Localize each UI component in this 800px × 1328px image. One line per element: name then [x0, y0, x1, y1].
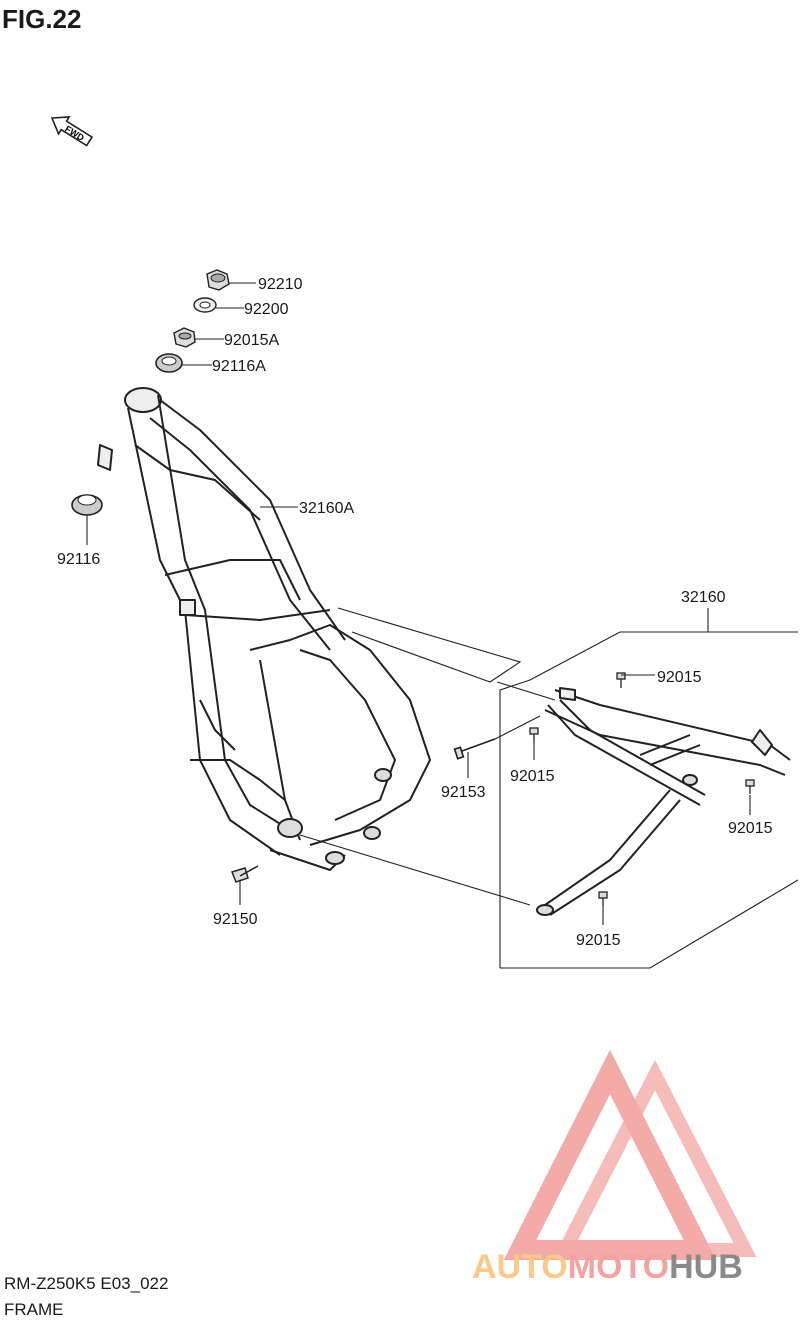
- callout-92116A: 92116A: [212, 358, 266, 375]
- callout-92210: 92210: [258, 276, 303, 293]
- watermark-moto: MOTO: [568, 1248, 669, 1286]
- automotohub-logo-icon: [503, 1049, 757, 1260]
- callout-92153: 92153: [441, 784, 486, 801]
- bolt-92015-right-icon: [745, 779, 755, 794]
- nut-92015A-icon: [173, 327, 196, 348]
- bearing-92116A-icon: [155, 353, 183, 373]
- watermark-text: AUTOMOTOHUB: [472, 1248, 743, 1286]
- watermark-hub: HUB: [669, 1248, 743, 1286]
- figure-title: FIG.22: [2, 4, 82, 34]
- bolt-92015-mid-icon: [529, 727, 539, 742]
- rear-subframe-32160: [536, 687, 791, 916]
- main-frame-32160A: [97, 387, 431, 871]
- callout-92150: 92150: [213, 911, 258, 928]
- callout-92015-top: 92015: [657, 669, 702, 686]
- watermark-auto: AUTO: [472, 1248, 568, 1286]
- nut-92210-icon: [206, 269, 230, 291]
- fwd-arrow-icon: FWD: [50, 116, 94, 147]
- bolt-92150-icon: [231, 865, 259, 883]
- callout-92200: 92200: [244, 301, 289, 318]
- bolt-92015-top-icon: [616, 672, 626, 688]
- leader-lines: [86, 282, 799, 969]
- footer-section-name: FRAME: [4, 1300, 64, 1319]
- washer-92200-icon: [193, 297, 217, 313]
- callout-32160A: 32160A: [299, 500, 354, 517]
- callout-92015-mid: 92015: [510, 768, 555, 785]
- callout-92116: 92116: [57, 551, 100, 568]
- bolt-92015-bottom-icon: [598, 891, 608, 906]
- bolt-92153-icon: [453, 738, 496, 760]
- callout-92015-right: 92015: [728, 820, 773, 837]
- footer-model-code: RM-Z250K5 E03_022: [4, 1274, 169, 1293]
- callout-32160: 32160: [681, 589, 726, 606]
- callout-92015A: 92015A: [224, 332, 279, 349]
- callout-92015-bottom: 92015: [576, 932, 621, 949]
- bearing-92116-icon: [71, 494, 103, 516]
